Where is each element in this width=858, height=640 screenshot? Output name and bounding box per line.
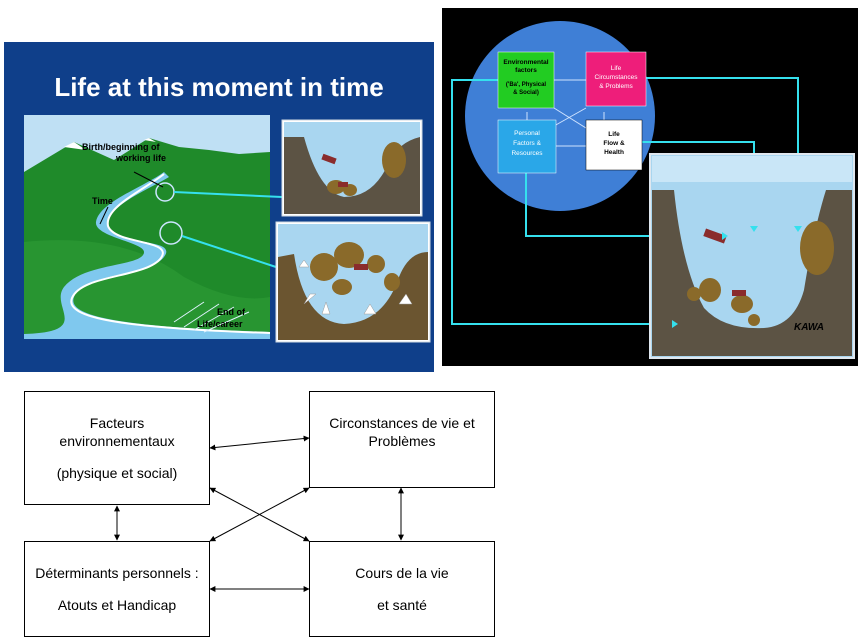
box-connectors [526, 79, 605, 147]
slide-title: Life at this moment in time [54, 72, 384, 102]
circonstances-line2: Problèmes [368, 433, 436, 449]
end-label-line1: End of [217, 307, 246, 317]
determinants-line1: Déterminants personnels : [35, 565, 199, 581]
box-circonstances: Circonstances de vie et Problèmes [309, 391, 495, 488]
env-line1: Environmental [503, 59, 548, 66]
cours-line1: Cours de la vie [355, 565, 449, 581]
kawa-model-slide: Environmental factors ('Ba', Physical & … [442, 8, 858, 366]
circonstances-line1: Circonstances de vie et [329, 415, 475, 431]
kawa-diagram: Environmental factors ('Ba', Physical & … [451, 21, 855, 359]
env-line4: & Social) [513, 90, 539, 96]
box-cours: Cours de la vie et santé [309, 541, 495, 637]
pers-line2: Factors & [513, 140, 541, 147]
box-personal-factors: Personal Factors & Resources [497, 119, 557, 174]
facteurs-line2: environnementaux [59, 433, 175, 449]
arrow-facteurs-cours [209, 487, 310, 542]
box-life-circumstances: Life Circumstances & Problems [585, 51, 647, 107]
facteurs-line1: Facteurs [89, 415, 145, 431]
circ-line3: & Problems [599, 83, 633, 90]
life-at-this-moment-slide: Life at this moment in time Birth/beginn… [4, 42, 434, 372]
cyan-arrowheads [672, 226, 802, 328]
box-life-flow: Life Flow & Health [585, 119, 643, 171]
flow-line2: Flow & [603, 140, 625, 147]
circ-line2: Circumstances [595, 74, 639, 81]
kawa-label: KAWA [794, 322, 824, 333]
model-circle [465, 21, 655, 211]
birth-label-line1: Birth/beginning of [82, 142, 160, 152]
flow-line1: Life [608, 131, 620, 138]
pers-line1: Personal [514, 130, 540, 137]
flow-line3: Health [604, 149, 624, 156]
birth-label-line2: working life [115, 153, 166, 163]
kawa-cross-section: KAWA [649, 153, 855, 359]
box-environmental: Environmental factors ('Ba', Physical & … [497, 51, 555, 109]
arrow-determinants-circonstances [209, 487, 310, 542]
landscape-image: Birth/beginning of working life Time End… [24, 115, 283, 339]
box-facteurs: Facteurs environnementaux (physique et s… [24, 391, 210, 505]
river-illustration: Birth/beginning of working life Time End… [24, 115, 431, 343]
cross-section-later [275, 221, 431, 343]
env-line3: ('Ba', Physical [506, 82, 547, 88]
end-label-line2: Life/career [197, 319, 243, 329]
cours-line2: et santé [377, 597, 427, 613]
circ-line1: Life [611, 65, 622, 72]
facteurs-line3: (physique et social) [56, 465, 178, 481]
arrow-facteurs-circonstances [209, 435, 310, 451]
determinants-line2: Atouts et Handicap [57, 597, 177, 613]
env-line2: factors [515, 67, 537, 74]
box-determinants: Déterminants personnels : Atouts et Hand… [24, 541, 210, 637]
time-label: Time [92, 196, 113, 206]
cross-section-early [281, 119, 423, 217]
pers-line3: Resources [511, 150, 543, 157]
